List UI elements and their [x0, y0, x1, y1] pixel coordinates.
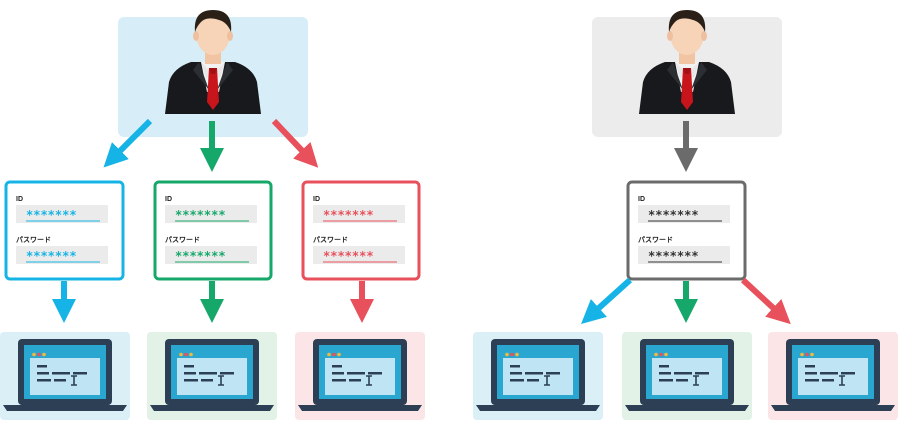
credential-card-green: ID ******* パスワード *******: [153, 180, 273, 281]
id-value: *******: [175, 208, 226, 222]
left-group: ID ******* パスワード ******* ID ******* パスワー…: [0, 10, 425, 420]
password-value: *******: [175, 249, 226, 263]
id-label: ID: [313, 196, 320, 203]
credential-card-gray: ID ******* パスワード *******: [626, 180, 747, 281]
arrow-user-to-cred-blue: [103, 118, 153, 168]
password-value: *******: [323, 249, 374, 263]
credential-card-blue: ID ******* パスワード *******: [4, 180, 125, 281]
password-label: パスワード: [165, 235, 200, 244]
laptop-icon: [624, 338, 750, 412]
id-value: *******: [26, 208, 77, 222]
arrow-cred-to-system-blue: [581, 277, 633, 325]
credential-card-red: ID ******* パスワード *******: [301, 180, 421, 281]
password-value: *******: [648, 249, 699, 263]
password-label: パスワード: [313, 235, 348, 244]
id-value: *******: [323, 208, 374, 222]
laptop-icon: [297, 338, 423, 412]
laptop-icon: [770, 338, 896, 412]
right-group: ID ******* パスワード *******: [473, 10, 898, 420]
laptop-icon: [149, 338, 275, 412]
password-value: *******: [26, 249, 77, 263]
laptop-icon: [475, 338, 601, 412]
arrow-cred-to-system-red: [740, 277, 791, 325]
password-label: パスワード: [16, 235, 51, 244]
id-label: ID: [638, 196, 645, 203]
arrow-user-to-cred-red: [271, 118, 319, 168]
id-label: ID: [16, 196, 23, 203]
laptop-icon: [2, 338, 128, 412]
id-value: *******: [648, 208, 699, 222]
password-label: パスワード: [638, 235, 673, 244]
id-label: ID: [165, 196, 172, 203]
